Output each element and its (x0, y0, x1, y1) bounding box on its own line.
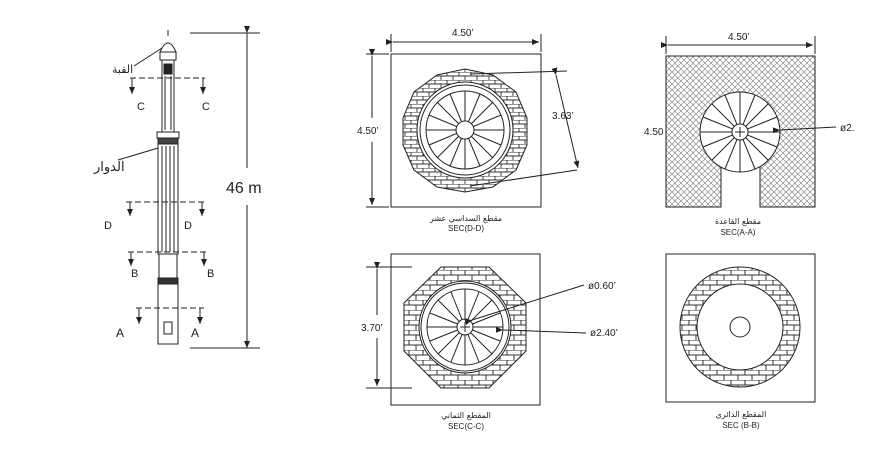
section-cc-height: 3.70’ (361, 323, 383, 334)
main-shaft (157, 143, 179, 255)
section-cc-frame (390, 253, 541, 406)
section-mark-b-right: B (207, 268, 214, 280)
section-aa-labels: 4.50’ 4.50 ø2. مقطع القاعدة SEC(A-A) (644, 32, 854, 237)
base (157, 283, 179, 345)
section-cc-arabic-title: المقطع الثماني (441, 411, 491, 420)
section-dd-height: 4.50’ (357, 126, 379, 137)
section-bb (665, 253, 816, 403)
section-bb-title: SEC (B-B) (722, 421, 760, 430)
section-aa-height: 4.50 (644, 127, 664, 138)
section-aa-title: SEC(A-A) (720, 228, 755, 237)
section-mark-c-left: C (137, 101, 145, 113)
section-mark-a-left: A (116, 326, 124, 340)
section-aa-width: 4.50’ (728, 32, 750, 43)
dome (159, 42, 177, 53)
dome-label: القبة (112, 63, 133, 76)
section-mark-a-right: A (191, 326, 199, 340)
section-dd-width: 4.50’ (452, 28, 474, 39)
section-aa-arabic-title: مقطع القاعدة (715, 217, 761, 226)
section-dd-arabic-title: مقطع السداسي عشر (429, 214, 502, 223)
section-cc-inner-diameter: ø0.60’ (588, 281, 616, 292)
section-dd-diagonal: 3.63’ (552, 111, 574, 122)
section-cc (366, 253, 587, 406)
section-dd (366, 34, 580, 208)
section-mark-c-right: C (202, 101, 210, 113)
section-mark-d-left: D (104, 220, 112, 232)
elevation-labels: 46 m القبة الدوار C C D D B B A A (93, 63, 262, 340)
height-label: 46 m (226, 180, 262, 197)
section-aa-diameter: ø2. (840, 123, 854, 134)
section-dd-labels: 4.50’ 4.50’ 3.63’ مقطع السداسي عشر SEC(D… (357, 28, 574, 233)
section-mark-b-left: B (131, 268, 138, 280)
lower-shaft (158, 253, 178, 279)
section-cc-title: SEC(C-C) (448, 422, 484, 431)
section-bb-labels: المقطع الدائري SEC (B-B) (716, 410, 767, 430)
section-cc-labels: 3.70’ ø0.60’ ø2.40’ المقطع الثماني SEC(C… (361, 281, 618, 431)
section-bb-frame (665, 253, 816, 403)
balcony (156, 131, 180, 139)
section-mark-d-right: D (184, 220, 192, 232)
section-cc-outer-diameter: ø2.40’ (590, 328, 618, 339)
section-dd-title: SEC(D-D) (448, 224, 484, 233)
section-dd-frame (390, 53, 542, 208)
balcony-label: الدوار (93, 160, 125, 175)
minaret-elevation (117, 26, 260, 349)
section-aa (661, 36, 837, 208)
section-bb-arabic-title: المقطع الدائري (716, 410, 767, 419)
